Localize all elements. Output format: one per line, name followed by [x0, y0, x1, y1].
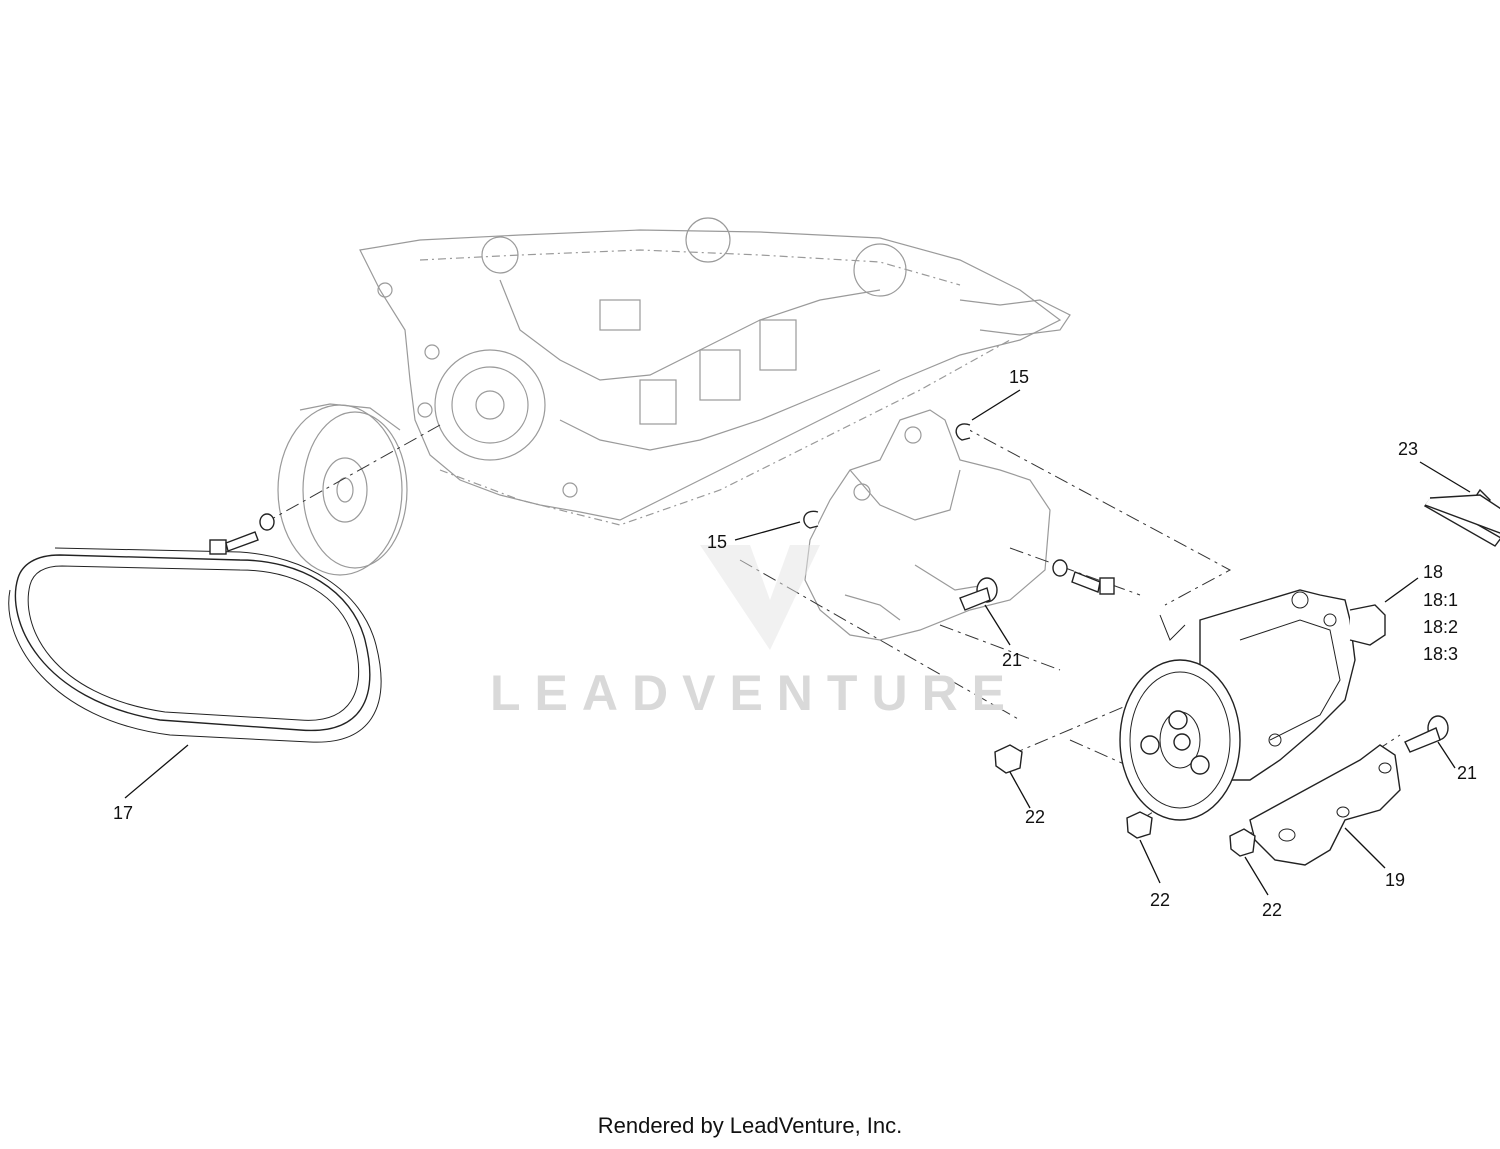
callout-22-c: 22: [1262, 900, 1282, 920]
callout-18-3: 18:3: [1423, 644, 1458, 664]
snap-ring-upper: [955, 423, 971, 441]
callout-18-1: 18:1: [1423, 590, 1458, 610]
callouts: 15 15 17 23 18 18:1 18:2 18:3 21 21 22 2…: [113, 367, 1477, 920]
ac-compressor: [1119, 589, 1386, 821]
pivot-pin-left: [959, 577, 998, 611]
mounting-bracket-ghost: [804, 409, 1051, 641]
pivot-pin-right: [1404, 715, 1449, 753]
hex-nut-2: [1126, 811, 1153, 839]
crank-pulley-ghost: [277, 403, 408, 576]
pulley-bolt: [209, 513, 275, 555]
hex-nut-1: [994, 744, 1023, 774]
callout-19: 19: [1385, 870, 1405, 890]
footer-credit: Rendered by LeadVenture, Inc.: [597, 1113, 903, 1138]
watermark-logo: [700, 545, 820, 650]
callout-21-left: 21: [1002, 650, 1022, 670]
leader-lines: [124, 389, 1471, 896]
callout-15-upper: 15: [1009, 367, 1029, 387]
callout-22-b: 22: [1150, 890, 1170, 910]
bracket-bolt: [1052, 559, 1115, 595]
v-belt: [8, 547, 382, 743]
callout-18: 18: [1423, 562, 1443, 582]
hex-nut-3: [1229, 828, 1256, 857]
callout-21-right: 21: [1457, 763, 1477, 783]
callout-15-lower: 15: [707, 532, 727, 552]
snap-ring-lower: [803, 510, 819, 529]
watermark-text: LEADVENTURE: [490, 665, 1019, 721]
callout-22-a: 22: [1025, 807, 1045, 827]
callout-23: 23: [1398, 439, 1418, 459]
engine-block-ghost: [359, 217, 1071, 526]
long-bolt: [1423, 488, 1500, 547]
callout-17: 17: [113, 803, 133, 823]
callout-18-2: 18:2: [1423, 617, 1458, 637]
compressor-bracket-plate: [1249, 744, 1401, 866]
